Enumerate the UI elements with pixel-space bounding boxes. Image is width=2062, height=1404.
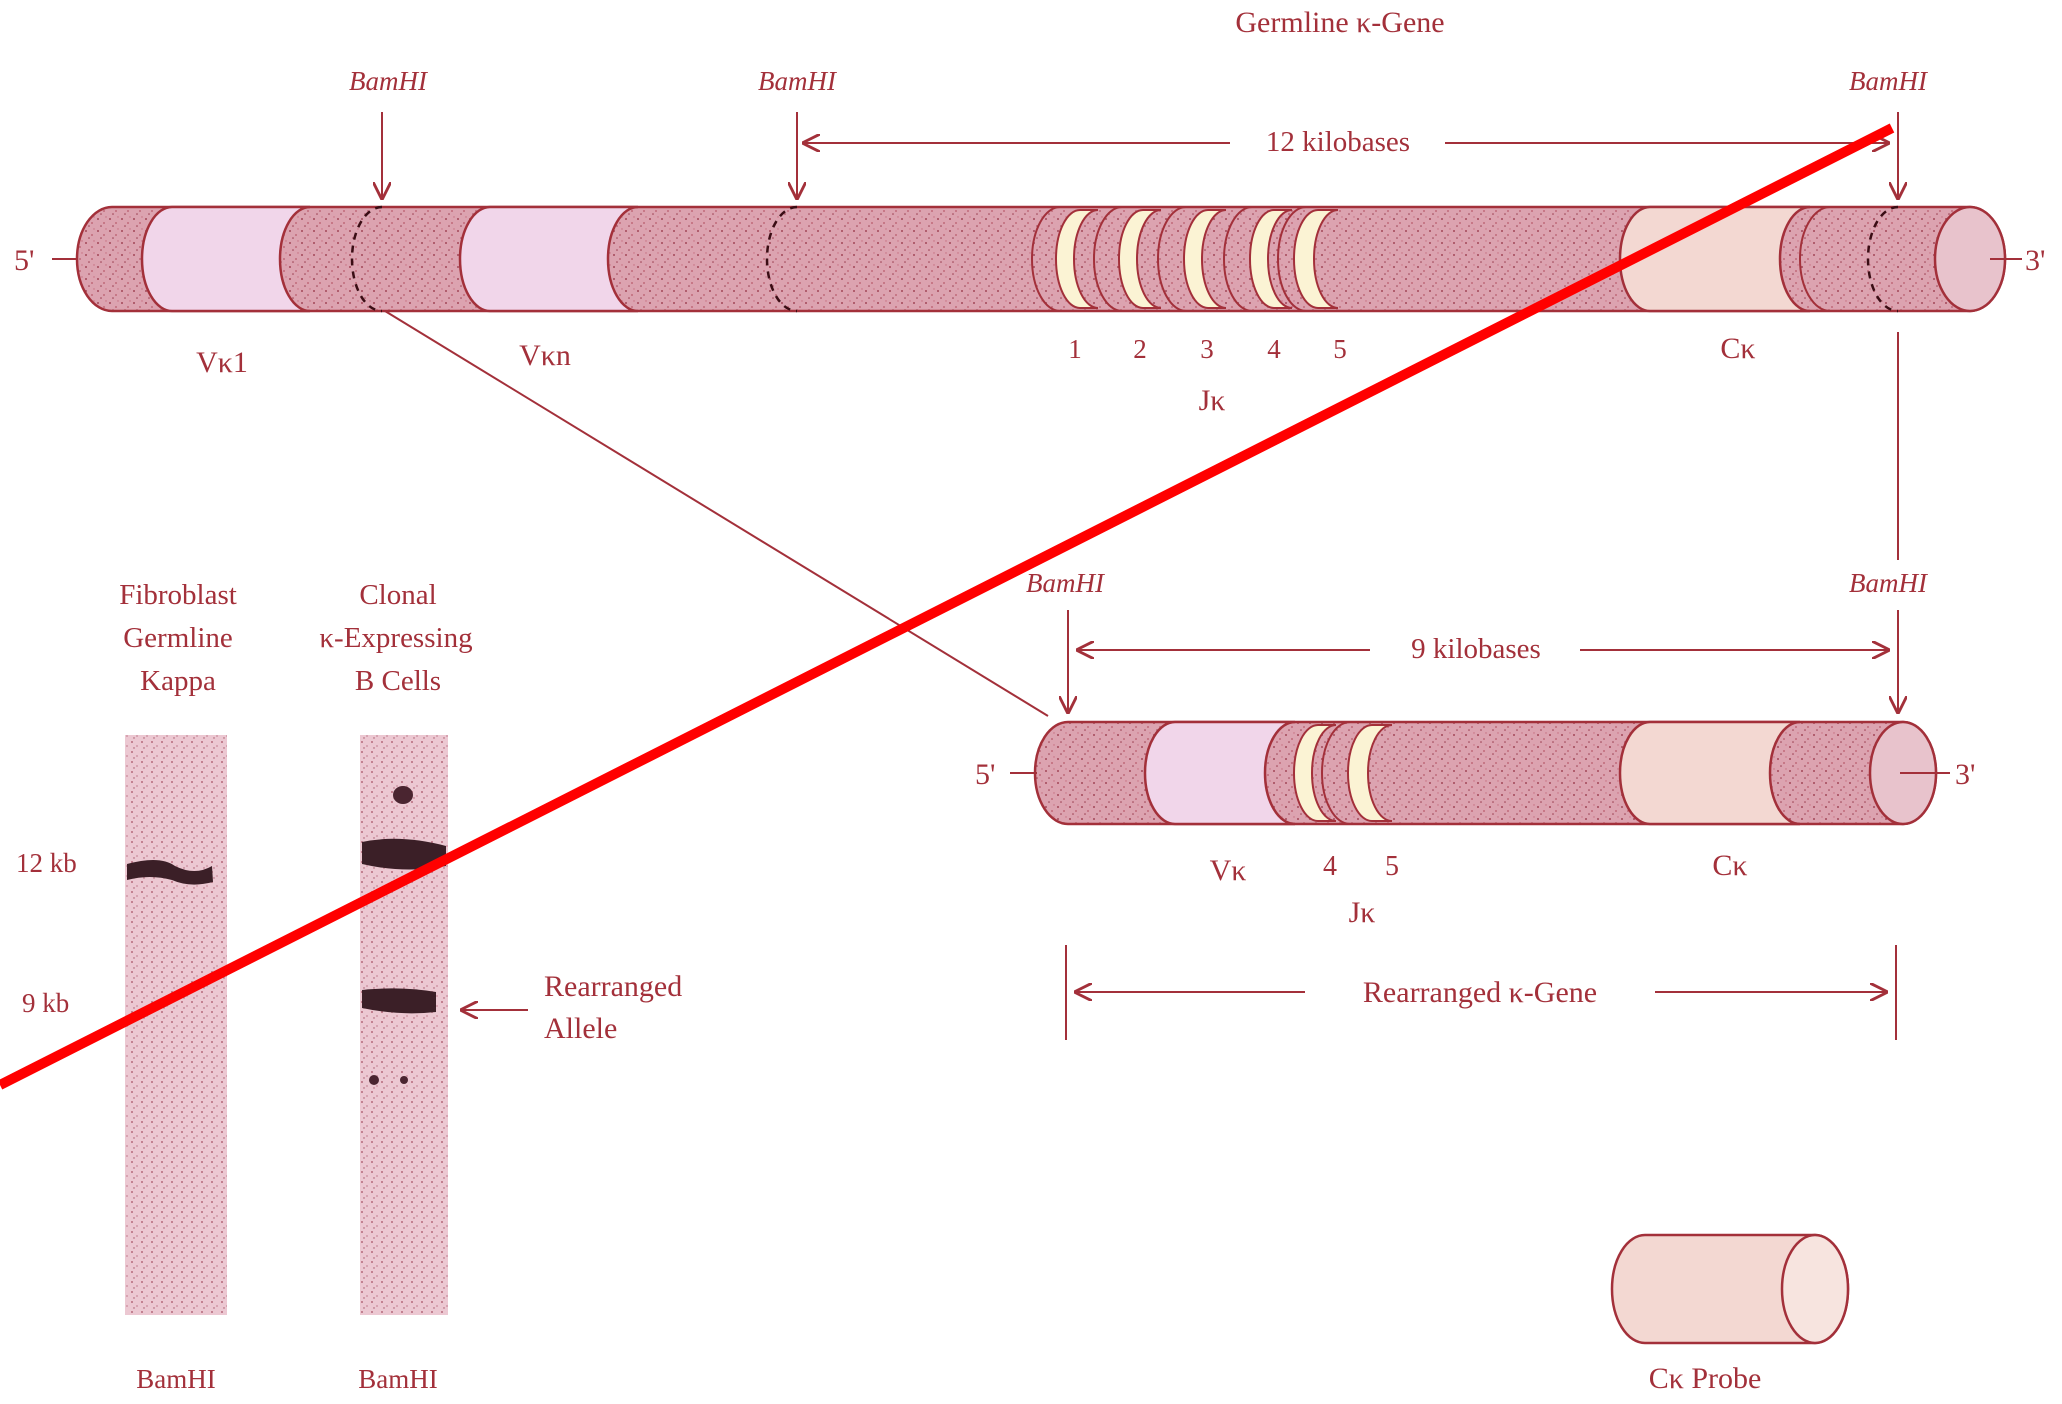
lane2-header: Clonal κ-Expressing B Cells [319,579,472,697]
rearranged-allele-label-line2: Allele [544,1012,617,1045]
rearranged-v-label: Vκ [1210,854,1247,887]
rearranged-gene-label: Rearranged κ-Gene [1363,976,1597,1009]
rearranged-j-number-4: 4 [1323,851,1337,882]
recombination-line [385,311,1048,716]
j-number-5: 5 [1333,334,1347,364]
lane2-footer: BamHI [358,1364,437,1394]
probe-label: Cκ Probe [1649,1362,1762,1395]
j-number-4: 4 [1267,334,1281,364]
j-number-3: 3 [1200,334,1214,364]
rearranged-c-label: Cκ [1712,849,1747,882]
rearranged-bamhi-right: BamHI [1849,568,1929,598]
germline-bamhi-label-1: BamHI [349,66,429,96]
lane2-band-9kb [362,988,436,1013]
rearranged-bamhi-left: BamHI [1026,568,1106,598]
c-k-label: Cκ [1720,332,1755,365]
j-number-labels: 1 2 3 4 5 [1068,334,1347,364]
germline-bamhi-label-3: BamHI [1849,66,1929,96]
lane2-header-line2: κ-Expressing [319,622,472,654]
rearranged-dna-cylinder [1035,722,1936,824]
j-k-label: Jκ [1199,384,1226,417]
span-label-12kb: 12 kilobases [1266,126,1410,158]
lane2-spot-top [393,786,413,804]
germline-bamhi-label-2: BamHI [758,66,838,96]
lane2-header-line1: Clonal [359,579,436,611]
rearranged-j-label: Jκ [1349,896,1376,929]
v-k1-label: Vκ1 [196,346,248,379]
size-marker-9kb: 9 kb [22,988,69,1018]
span-label-9kb: 9 kilobases [1411,633,1541,665]
lane1-header-line3: Kappa [140,665,216,697]
blot-lane-1 [125,735,227,1315]
lane2-header-line3: B Cells [355,665,441,697]
v-kn-label: Vκn [519,339,571,372]
lane1-header: Fibroblast Germline Kappa [119,579,237,697]
rearranged-j-number-5: 5 [1385,851,1399,882]
c-k-probe [1612,1235,1848,1343]
j-number-1: 1 [1068,334,1082,364]
lane1-header-line2: Germline [123,622,233,654]
rearranged-allele-label-line1: Rearranged [544,970,682,1003]
germline-three-prime: 3' [2025,244,2045,277]
lane1-footer: BamHI [136,1364,215,1394]
rearranged-three-prime: 3' [1955,758,1975,791]
blot-lane-2 [360,735,448,1315]
lane1-header-line1: Fibroblast [119,579,237,611]
rearranged-five-prime: 5' [975,758,995,791]
j-number-2: 2 [1133,334,1147,364]
germline-title: Germline κ-Gene [1235,6,1444,39]
size-marker-12kb: 12 kb [16,848,77,878]
germline-five-prime: 5' [14,244,34,277]
